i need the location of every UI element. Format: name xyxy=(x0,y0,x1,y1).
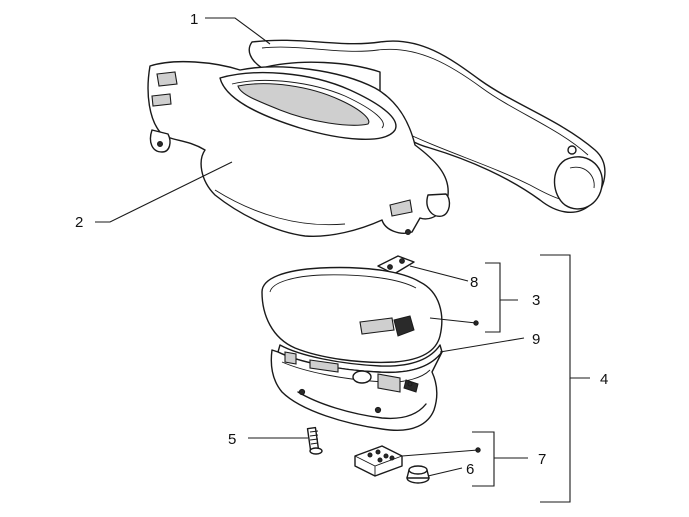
bulb-socket xyxy=(406,465,430,484)
callout-5: 5 xyxy=(228,431,236,448)
instrument-housing xyxy=(270,349,443,432)
callout-4: 4 xyxy=(600,371,608,388)
connector-block xyxy=(354,445,403,477)
callout-1: 1 xyxy=(190,11,198,28)
callout-6: 6 xyxy=(466,461,474,478)
front-handlebar-cover xyxy=(147,60,451,238)
callout-2: 2 xyxy=(75,214,83,231)
callout-3: 3 xyxy=(532,292,540,309)
rear-handlebar-cover xyxy=(248,39,606,213)
callout-8: 8 xyxy=(470,274,478,291)
screw xyxy=(306,426,323,455)
callout-9: 9 xyxy=(532,331,540,348)
leader-lines xyxy=(95,17,590,503)
callout-7: 7 xyxy=(538,451,546,468)
